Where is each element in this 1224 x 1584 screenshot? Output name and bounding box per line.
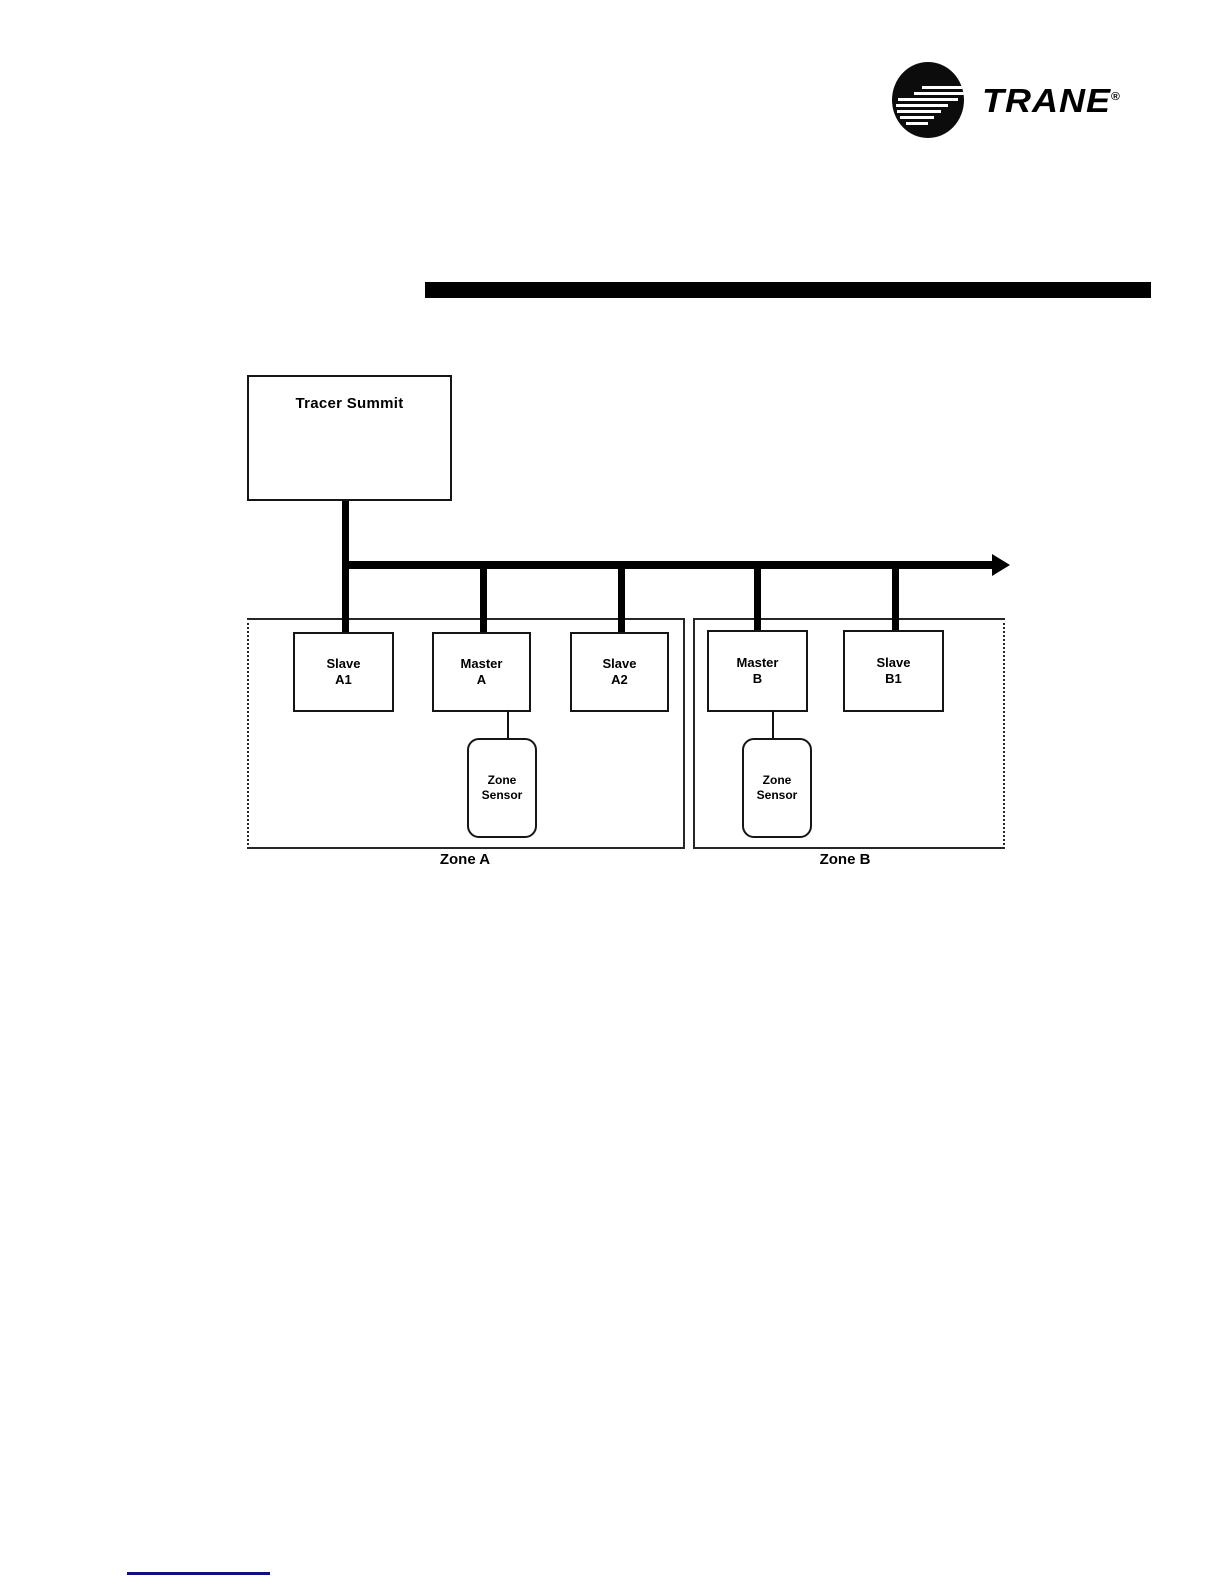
- node-label-line2: Sensor: [481, 788, 523, 802]
- node-zone-sensor-b: Zone Sensor: [742, 738, 812, 838]
- wire-drop-master-b: [754, 561, 761, 632]
- node-label-line1: Zone: [487, 773, 517, 787]
- trane-logo: TRANE®: [888, 60, 1121, 140]
- trunk-arrowhead-icon: [992, 554, 1010, 576]
- zone-b-caption: Zone B: [819, 851, 871, 868]
- wire-drop-slave-b1: [892, 561, 899, 632]
- node-label-line2: A: [476, 672, 487, 687]
- trane-circle-swirl-icon: [892, 62, 964, 138]
- node-label-line2: Sensor: [756, 788, 798, 802]
- wire-master-a-to-sensor: [507, 710, 509, 738]
- node-label-line1: Master: [460, 656, 503, 672]
- node-zone-sensor-a: Zone Sensor: [467, 738, 537, 838]
- zone-a-container: [247, 618, 685, 849]
- wire-master-b-to-sensor: [772, 710, 774, 738]
- node-label: Tracer Summit: [295, 395, 404, 412]
- zone-b-container: [693, 618, 1005, 849]
- comm-link-trunk-wire: [342, 561, 992, 569]
- node-label-line1: Slave: [326, 656, 361, 672]
- node-master-a: Master A: [432, 632, 531, 712]
- wire-drop-slave-a2: [618, 561, 625, 632]
- trane-wordmark: TRANE®: [982, 82, 1121, 121]
- brand-name: TRANE: [982, 81, 1111, 120]
- node-label-line1: Zone: [762, 773, 792, 787]
- zone-a-caption: Zone A: [439, 851, 491, 868]
- node-label-line2: B: [752, 671, 763, 686]
- node-slave-a2: Slave A2: [570, 632, 669, 712]
- registered-mark: ®: [1111, 89, 1121, 103]
- footnote-rule: [127, 1572, 270, 1575]
- node-label-line2: A1: [335, 672, 352, 687]
- node-master-b: Master B: [707, 630, 808, 712]
- node-label-line1: Slave: [602, 656, 637, 672]
- node-label-line1: Slave: [876, 655, 911, 671]
- node-label-line2: A2: [611, 672, 628, 687]
- node-slave-a1: Slave A1: [293, 632, 394, 712]
- node-label-line2: B1: [885, 671, 902, 686]
- node-tracer-summit: Tracer Summit: [247, 375, 452, 501]
- node-label-line1: Master: [736, 655, 779, 671]
- wire-drop-slave-a1: [342, 499, 349, 632]
- wire-drop-master-a: [480, 561, 487, 632]
- node-slave-b1: Slave B1: [843, 630, 944, 712]
- section-header-rule: [425, 282, 1151, 298]
